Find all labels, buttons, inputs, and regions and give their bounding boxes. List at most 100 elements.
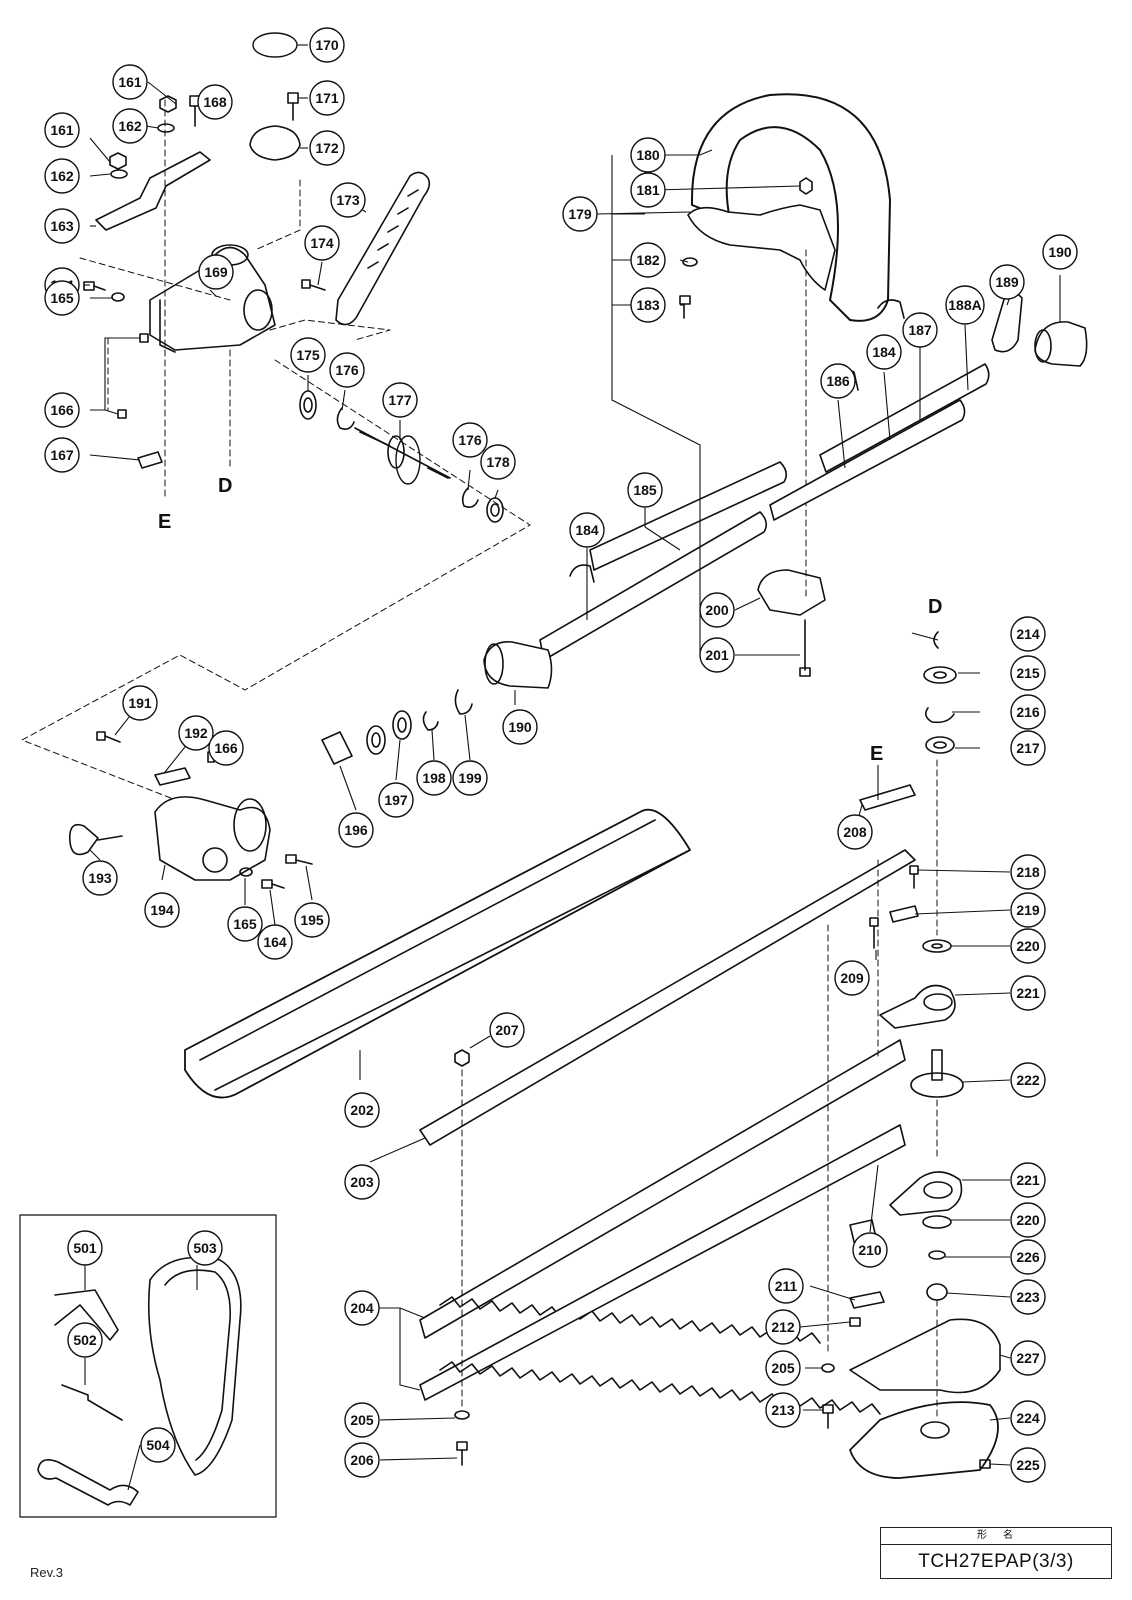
callout-number: 175 — [296, 347, 320, 363]
callout-number: 200 — [705, 602, 729, 618]
callout-504: 504 — [140, 1427, 176, 1463]
callout-circle — [1010, 928, 1046, 964]
view-labels: D E D E — [158, 475, 942, 765]
callout-number: 194 — [150, 902, 174, 918]
callout-circle — [294, 902, 330, 938]
callout-501: 501 — [67, 1230, 103, 1266]
callout-circle — [989, 264, 1025, 300]
callout-circle — [44, 392, 80, 428]
accessories-box — [19, 1214, 277, 1518]
callout-circle — [562, 196, 598, 232]
callout-number: 171 — [315, 90, 339, 106]
callout-189: 189 — [989, 264, 1025, 300]
callout-circle — [834, 960, 870, 996]
callout-number: 166 — [50, 402, 74, 418]
callout-204: 204 — [344, 1290, 380, 1326]
callout-216: 216 — [1010, 694, 1046, 730]
callout-circle — [416, 760, 452, 796]
callout-202: 202 — [344, 1092, 380, 1128]
callout-number: 172 — [315, 140, 339, 156]
callout-503: 503 — [187, 1230, 223, 1266]
callout-number: 227 — [1016, 1350, 1040, 1366]
callout-circle — [344, 1290, 380, 1326]
callout-number: 224 — [1016, 1410, 1040, 1426]
callout-166b: 166 — [208, 730, 244, 766]
callout-201: 201 — [699, 637, 735, 673]
callout-number: 220 — [1016, 938, 1040, 954]
callout-190: 190 — [1042, 234, 1078, 270]
callout-number: 181 — [636, 182, 660, 198]
callout-166: 166 — [44, 392, 80, 428]
callout-181: 181 — [630, 172, 666, 208]
callout-number: 164 — [263, 934, 287, 950]
callout-circle — [1042, 234, 1078, 270]
callout-number: 215 — [1016, 665, 1040, 681]
callout-199: 199 — [452, 760, 488, 796]
callout-220b: 220 — [1010, 1202, 1046, 1238]
callout-number: 202 — [350, 1102, 374, 1118]
callout-number: 205 — [771, 1360, 795, 1376]
callout-188a: 188A — [945, 285, 985, 325]
callout-number: 183 — [636, 297, 660, 313]
view-label-e-right: E — [870, 743, 883, 765]
callout-number: 169 — [204, 264, 228, 280]
callout-206: 206 — [344, 1442, 380, 1478]
callout-circle — [178, 715, 214, 751]
callout-circle — [1010, 1162, 1046, 1198]
callout-circle — [1010, 730, 1046, 766]
callout-number: 501 — [73, 1240, 97, 1256]
callout-number: 167 — [50, 447, 74, 463]
callout-224: 224 — [1010, 1400, 1046, 1436]
callout-circle — [1010, 1279, 1046, 1315]
callout-circle — [330, 182, 366, 218]
model-title-block: 形名 TCH27EPAP(3/3) — [880, 1527, 1112, 1579]
callout-185: 185 — [627, 472, 663, 508]
callout-163: 163 — [44, 208, 80, 244]
callout-number: 502 — [73, 1332, 97, 1348]
callout-168: 168 — [197, 84, 233, 120]
callout-number: 184 — [872, 344, 896, 360]
callout-number: 173 — [336, 192, 360, 208]
callout-209: 209 — [834, 960, 870, 996]
callout-circle — [630, 287, 666, 323]
callout-162b: 162 — [44, 158, 80, 194]
callout-226: 226 — [1010, 1239, 1046, 1275]
callout-circle — [197, 84, 233, 120]
blade-assembly — [184, 808, 916, 1466]
callout-number: 217 — [1016, 740, 1040, 756]
callout-161: 161 — [112, 64, 148, 100]
parts-drawing — [19, 32, 1088, 1518]
callout-211: 211 — [768, 1268, 804, 1304]
callout-circle — [452, 422, 488, 458]
callout-number: 161 — [118, 74, 142, 90]
callout-circle — [765, 1309, 801, 1345]
callout-circle — [1010, 1202, 1046, 1238]
callout-number: 179 — [568, 206, 592, 222]
callout-circle — [630, 242, 666, 278]
callout-210: 210 — [852, 1232, 888, 1268]
callout-circle — [1010, 1062, 1046, 1098]
callout-number: 191 — [128, 695, 152, 711]
callout-circle — [144, 892, 180, 928]
callout-number: 170 — [315, 37, 339, 53]
callout-circle — [1010, 616, 1046, 652]
callout-number: 186 — [826, 373, 850, 389]
callout-number: 190 — [508, 719, 532, 735]
callout-161b: 161 — [44, 112, 80, 148]
callout-circle — [768, 1268, 804, 1304]
callout-circle — [630, 137, 666, 173]
callout-number: 216 — [1016, 704, 1040, 720]
callout-circle — [140, 1427, 176, 1463]
view-label-d-right: D — [928, 596, 942, 618]
callout-circle — [820, 363, 856, 399]
callout-circle — [699, 592, 735, 628]
callout-number: 180 — [636, 147, 660, 163]
callout-218: 218 — [1010, 854, 1046, 890]
drive-gear-stack — [821, 631, 1001, 1479]
callout-circle — [866, 334, 902, 370]
callout-number: 210 — [858, 1242, 882, 1258]
callout-number: 222 — [1016, 1072, 1040, 1088]
callout-187: 187 — [902, 312, 938, 348]
callout-number: 221 — [1016, 1172, 1040, 1188]
callout-circle — [382, 382, 418, 418]
